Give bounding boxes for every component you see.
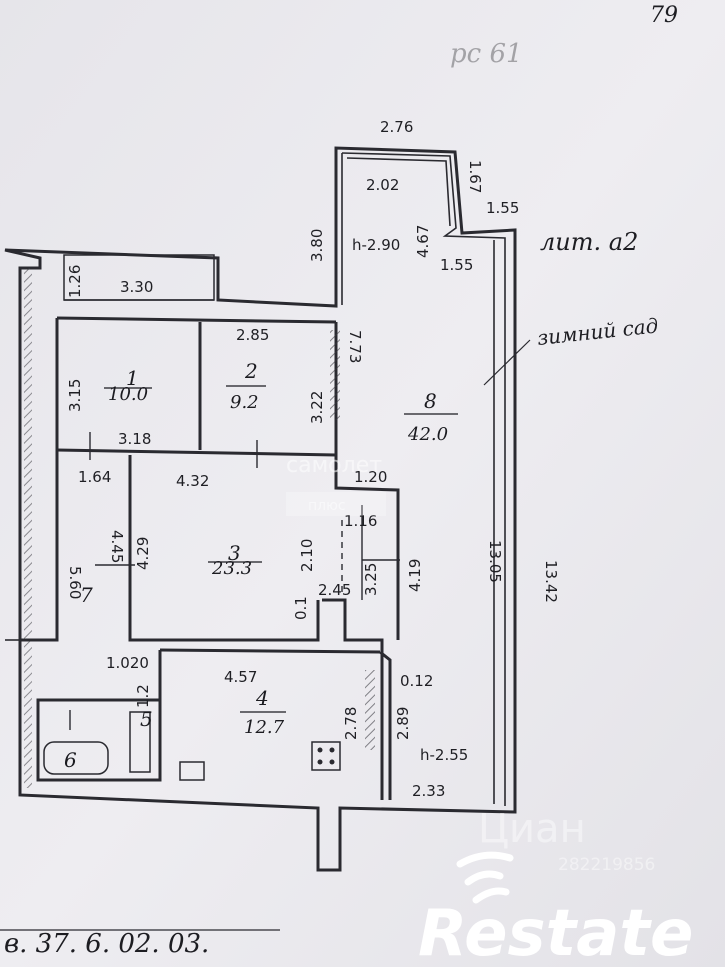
dim-label: 13.42 <box>542 560 560 603</box>
top-note: pc 61 <box>450 39 523 69</box>
dim-label: 2.02 <box>366 176 399 194</box>
room-3-area: 23.3 <box>211 558 252 579</box>
room-2-number: 2 <box>244 359 258 383</box>
cian-watermark-id: 282219856 <box>558 855 655 875</box>
dim-label: 2.33 <box>412 782 445 800</box>
dim-label: 1.20 <box>354 468 387 486</box>
room-4-number: 4 <box>255 686 269 710</box>
dim-label: 4.57 <box>224 668 257 686</box>
dim-label: 3.80 <box>308 229 326 262</box>
dim-label: 3.22 <box>308 391 326 424</box>
room-6-number: 6 <box>64 748 77 772</box>
dim-label: 5.60 <box>66 566 84 599</box>
dim-label: 1.16 <box>344 512 377 530</box>
dim-label: 1.55 <box>440 256 473 274</box>
dim-label: h-2.90 <box>352 236 400 254</box>
room-8-area: 42.0 <box>407 424 448 445</box>
dim-label: 4.67 <box>414 225 432 258</box>
dim-label: 2.85 <box>236 326 269 344</box>
signal-icon <box>464 870 504 886</box>
cian-watermark-text: Циан <box>478 806 586 852</box>
dim-label: 3.25 <box>362 563 380 596</box>
room-1-area: 10.0 <box>108 384 148 405</box>
dim-label: 4.32 <box>176 472 209 490</box>
building-label: лит. а2 <box>540 228 638 256</box>
dim-label: 2.78 <box>342 707 360 740</box>
room-1-number: 1 <box>126 366 139 390</box>
room-3-number: 3 <box>228 541 241 565</box>
dim-label: 1.55 <box>486 199 519 217</box>
room-2-area: 9.2 <box>230 392 259 413</box>
dim-label: 3.18 <box>118 430 151 448</box>
restate-brand: Restate <box>418 897 693 967</box>
samolet-watermark: самолет плюс <box>286 453 386 516</box>
corner-note: 79 <box>650 3 678 28</box>
exterior-walls <box>4 146 517 872</box>
dim-label: 2.76 <box>380 118 413 136</box>
dim-label: 0.1 <box>292 596 310 620</box>
dim-label: 1.67 <box>466 160 484 193</box>
restate-logo: Restate <box>418 851 693 967</box>
dim-label: 1.2 <box>134 684 152 708</box>
dimension-labels: 2.76 2.02 1.67 1.55 3.80 h-2.90 4.67 1.5… <box>66 118 560 800</box>
dim-label: 2.89 <box>394 707 412 740</box>
room-5-number: 5 <box>140 707 153 731</box>
dim-label: 1.020 <box>106 654 149 672</box>
dim-label: 0.12 <box>400 672 433 690</box>
dim-label: h-2.55 <box>420 746 468 764</box>
dim-label: 1.26 <box>66 265 84 298</box>
dim-label: 13.05 <box>486 540 504 583</box>
room-8-number: 8 <box>424 389 437 413</box>
interior-walls <box>20 316 531 800</box>
dim-label: 7.73 <box>346 330 364 363</box>
dim-label: 1.64 <box>78 468 111 486</box>
samolet-watermark-sub: плюс <box>308 498 346 514</box>
dim-label: 2.45 <box>318 581 351 599</box>
cian-watermark: Циан 282219856 <box>478 806 655 875</box>
dim-label: 2.10 <box>298 539 316 572</box>
room-labels: 1 10.0 2 9.2 3 23.3 4 12.7 5 6 7 8 42.0 <box>64 359 458 772</box>
footer-date: в. 37. 6. 02. 03. <box>4 929 209 959</box>
dim-label: 3.30 <box>120 278 153 296</box>
dim-label: 3.15 <box>66 379 84 412</box>
room-4-area: 12.7 <box>244 717 285 738</box>
dim-label: 4.45 <box>108 530 126 563</box>
room-7-number: 7 <box>80 583 93 607</box>
dim-label: 4.19 <box>406 559 424 592</box>
dim-label: 4.29 <box>134 537 152 570</box>
samolet-watermark-text: самолет <box>286 453 382 478</box>
